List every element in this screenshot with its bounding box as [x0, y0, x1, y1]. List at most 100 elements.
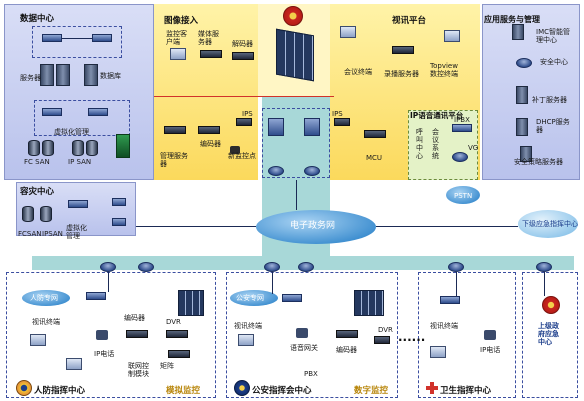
server-icon: [40, 64, 54, 86]
media-server-icon: [200, 50, 222, 58]
dc-switch-frame: [32, 26, 122, 58]
police-encoder-label: 编码器: [336, 346, 357, 354]
health-ip-phone-label: IP电话: [480, 346, 501, 354]
band-router-1: [100, 262, 116, 272]
topview-terminal-icon: [444, 30, 460, 42]
app-services-title: 应用服务与管理: [484, 15, 540, 24]
dc-server-label: 服务器: [20, 74, 41, 82]
lower-command-cloud: [518, 210, 578, 238]
pstn-cloud: [446, 186, 480, 204]
civil-encoder-label: 编码器: [124, 314, 145, 322]
national-emblem-top: [283, 6, 303, 26]
disaster-virt-label: 虚拟化管理: [66, 224, 87, 240]
vg-label: VG: [468, 144, 479, 152]
civil-dvr-label: DVR: [166, 318, 181, 326]
decoder-label: 解码器: [232, 40, 253, 48]
conference-terminal-label: 会议终端: [344, 68, 372, 76]
civil-ip-phone-icon: [96, 330, 108, 340]
police-voice-gateway-label: 语音网关: [290, 344, 318, 352]
core-switch-frame: [262, 108, 330, 178]
civil-matrix-icon: [168, 350, 190, 358]
ellipsis: ......: [398, 330, 426, 344]
security-center-icon: [516, 58, 532, 68]
disaster-router-2: [112, 218, 126, 226]
dc-virt-switch-1: [42, 108, 62, 116]
band-router-6: [536, 262, 552, 272]
image-access-title: 图像接入: [164, 16, 199, 26]
dc-switch-2: [92, 34, 112, 42]
dhcp-server-label: DHCP服务器: [536, 118, 570, 134]
dc-switch-1: [42, 34, 62, 42]
civil-switch: [86, 292, 106, 300]
disaster-title: 容灾中心: [20, 187, 55, 197]
ips-right-icon: [334, 118, 350, 126]
band-router-5: [448, 262, 464, 272]
security-center-label: 安全中心: [540, 58, 568, 66]
green-cabinet-icon: [116, 134, 130, 158]
fc-san-storage-icon: [28, 140, 40, 156]
police-video-terminal-icon: [238, 334, 254, 346]
new-monitor-point-label: 新监控点: [228, 152, 256, 160]
band-router-4: [298, 262, 314, 272]
police-video-wall-icon: [354, 290, 384, 316]
egov-network-label: 电子政务网: [290, 221, 336, 231]
dc-database-label: 数据库: [100, 72, 121, 80]
ip-san-storage-icon: [72, 140, 84, 156]
ipbx-label: IPBX: [454, 116, 470, 124]
topview-terminal-label: Topview 数控终端: [430, 62, 458, 78]
civil-footer2: 模拟监控: [166, 386, 201, 396]
police-switch: [282, 294, 302, 302]
fc-san-storage-icon-2: [42, 140, 54, 156]
civil-control-module-label: 联网控制模块: [128, 362, 149, 378]
health-ip-phone-icon: [484, 330, 496, 340]
ipbx-icon: [452, 124, 472, 132]
health-switch: [440, 296, 460, 304]
police-frame: [226, 272, 398, 398]
disaster-virt-switch: [68, 200, 88, 208]
upper-gov-frame: [522, 272, 578, 398]
video-wall-icon: [276, 28, 314, 82]
police-pbx-label: PBX: [304, 370, 318, 378]
decoder-icon: [232, 52, 254, 60]
civil-monitor-icon: [66, 358, 82, 370]
police-video-terminal-label: 视讯终端: [234, 322, 262, 330]
data-center-title: 数据中心: [20, 14, 55, 24]
fc-san-label: FC SAN: [24, 158, 50, 166]
database-server-icon: [84, 64, 98, 86]
encoder-icon: [198, 126, 220, 134]
imc-label: IMC智能管理中心: [536, 28, 570, 44]
security-policy-server-icon: [520, 146, 532, 162]
disaster-router-1: [112, 198, 126, 206]
police-network-label: 公安专网: [236, 294, 264, 302]
civil-dvr-icon: [166, 330, 188, 338]
health-frame: [418, 272, 516, 398]
ips-right-label: IPS: [332, 110, 343, 118]
dc-virt-switch-2: [88, 108, 108, 116]
upper-gov-label: 上级政府应急中心: [538, 322, 559, 346]
camera-icon: [230, 146, 240, 154]
core-router-2: [304, 166, 320, 176]
civil-network-label: 人防专网: [30, 294, 58, 302]
civil-matrix-label: 矩阵: [160, 362, 174, 370]
civil-ip-phone-label: IP电话: [94, 350, 115, 358]
virtualization-frame: [34, 100, 130, 136]
disaster-fcsan-icon: [22, 206, 34, 222]
recording-server-label: 录播服务器: [384, 70, 419, 78]
call-center-label: 呼叫中心: [416, 128, 423, 160]
band-router-2: [138, 262, 154, 272]
dhcp-server-icon: [516, 118, 528, 136]
red-cross-icon: [426, 382, 438, 394]
civil-network-cloud: [22, 290, 70, 306]
conference-terminal-icon: [340, 26, 356, 38]
pstn-label: PSTN: [454, 192, 473, 200]
patch-server-label: 补丁服务器: [532, 96, 567, 104]
vg-icon: [452, 152, 468, 162]
civil-encoder-icon: [126, 330, 148, 338]
civil-video-terminal-label: 视讯终端: [32, 318, 60, 326]
health-video-terminal-label: 视讯终端: [430, 322, 458, 330]
band-router-3: [264, 262, 280, 272]
management-server-icon: [164, 126, 186, 134]
video-platform-title: 视讯平台: [392, 16, 427, 26]
dc-virt-label: 虚拟化管理: [54, 128, 89, 136]
ips-left-label: IPS: [242, 110, 253, 118]
